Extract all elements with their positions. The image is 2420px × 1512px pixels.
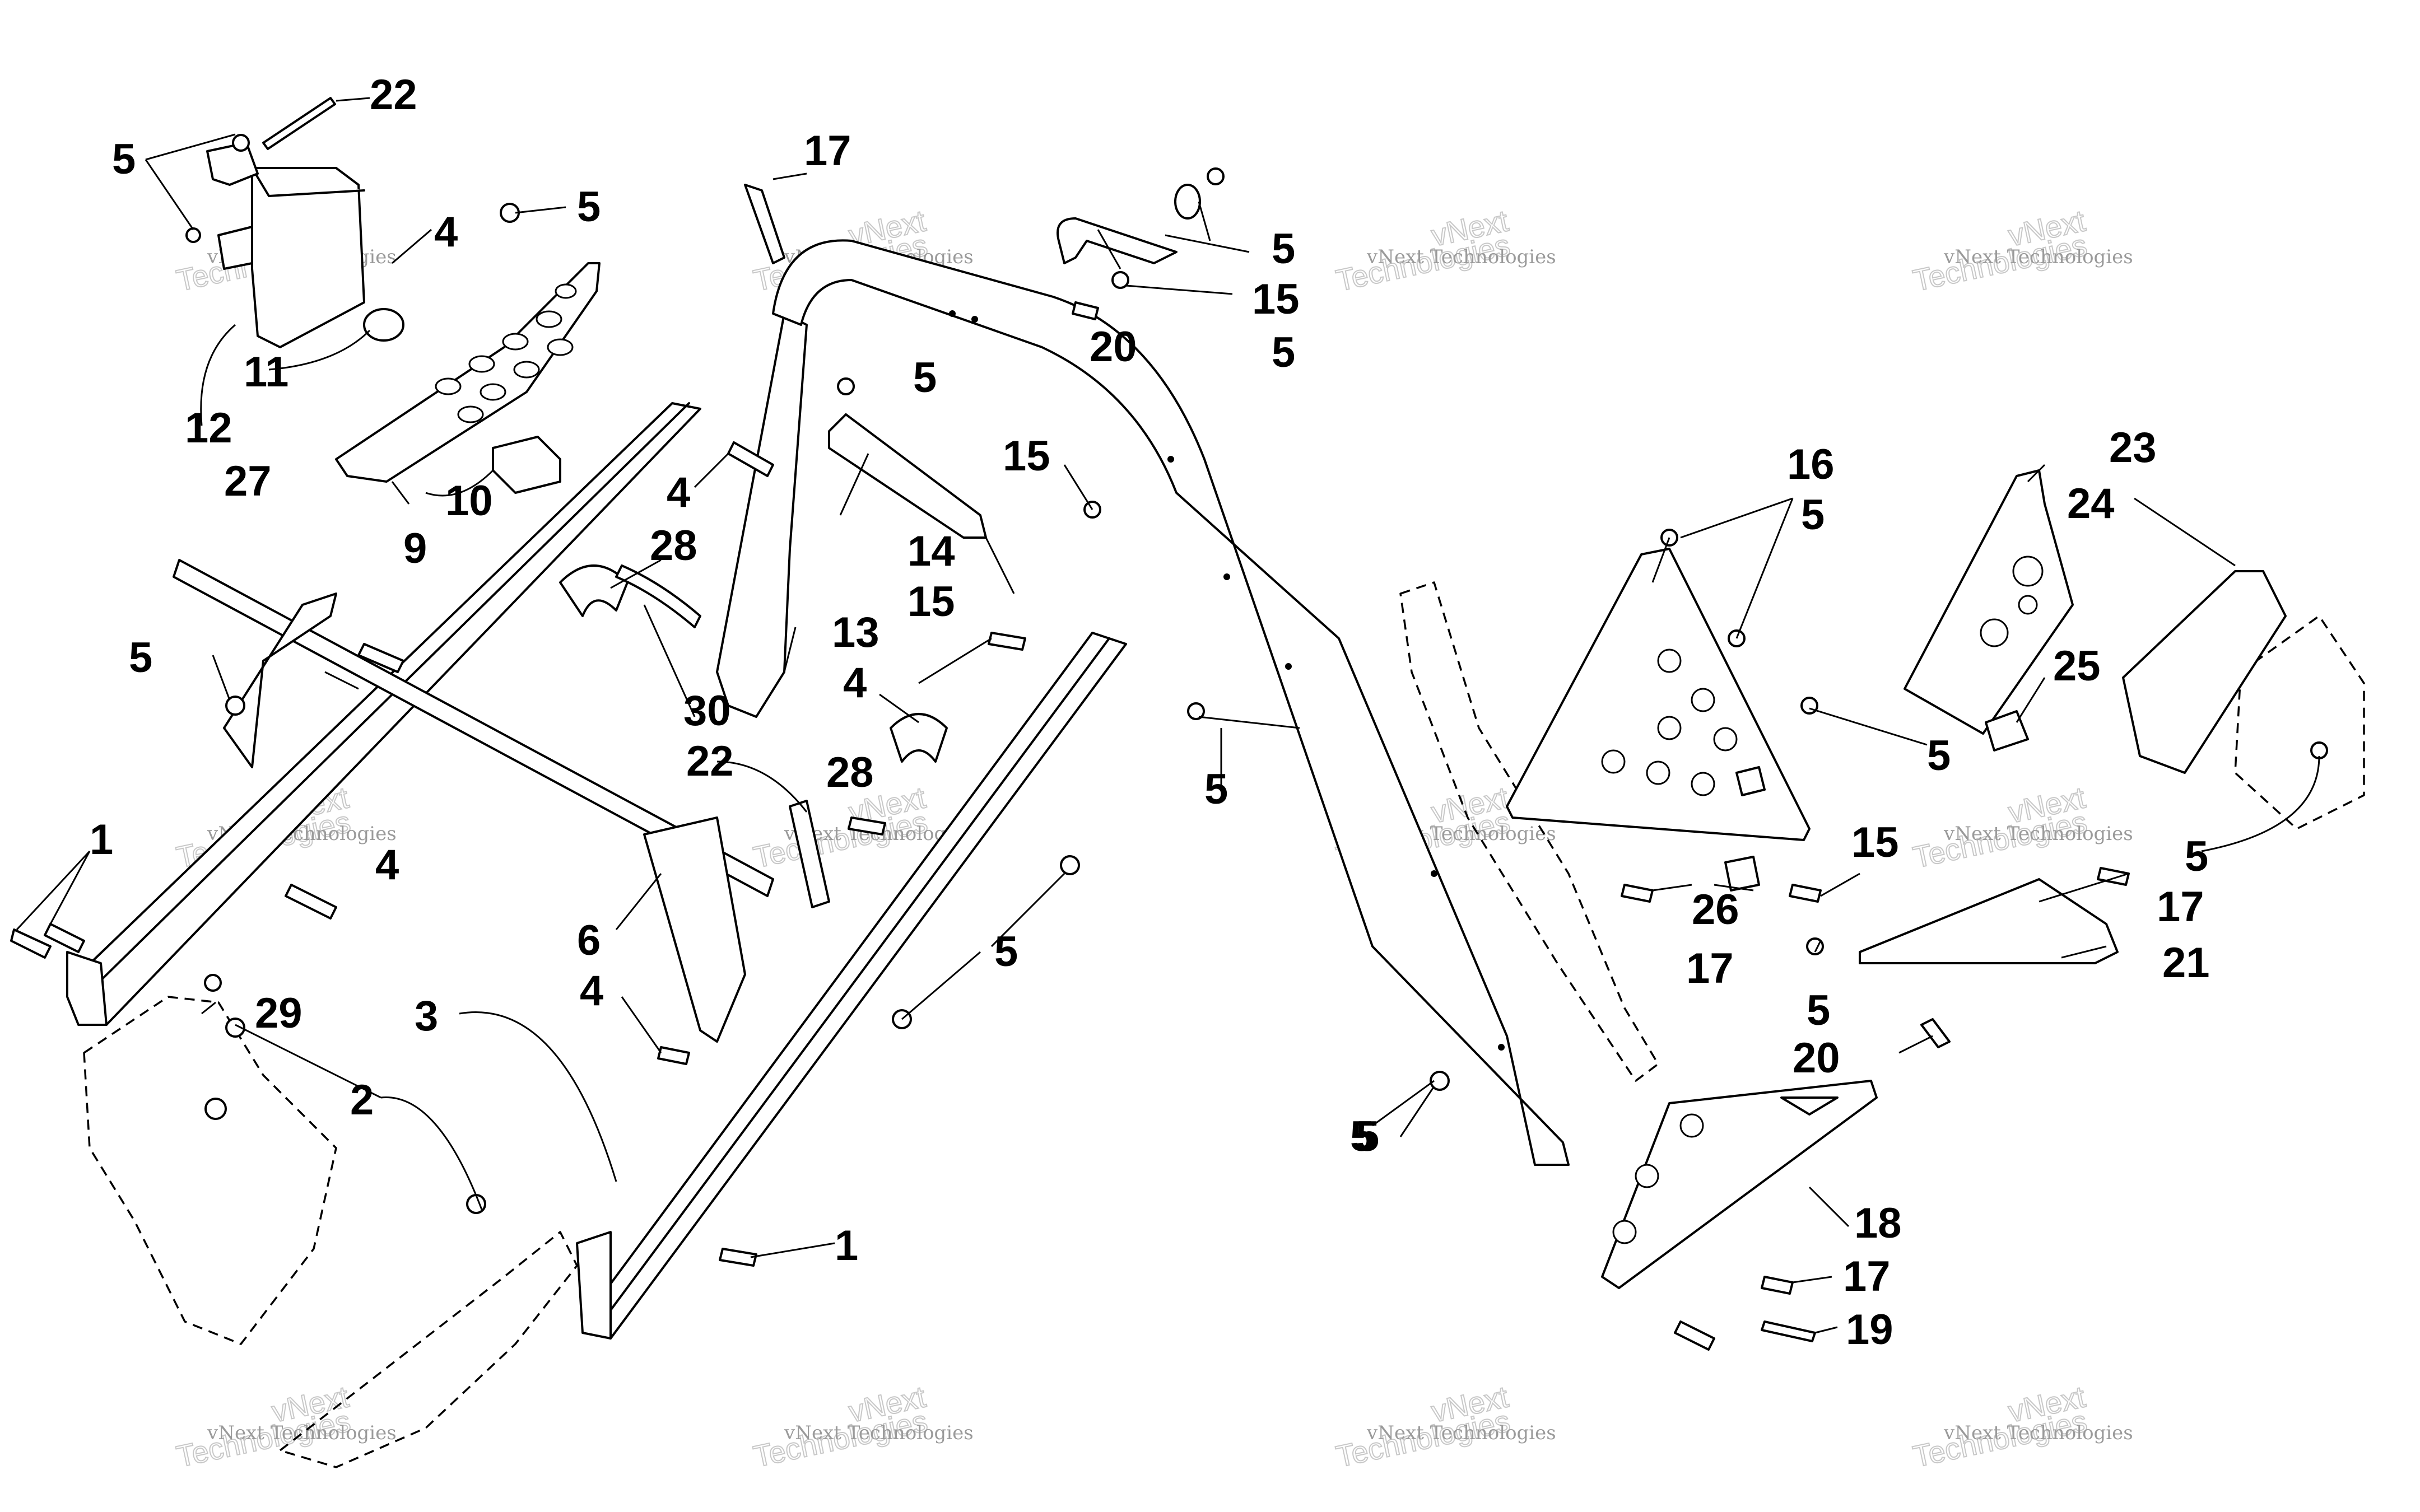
hoop-bracket: [828, 413, 987, 539]
callout-12: 14: [908, 528, 955, 575]
callout-28-left: 28: [650, 522, 697, 570]
callout-16: 16: [1787, 441, 1835, 488]
callout-5-hook: 5: [1272, 329, 1295, 376]
callout-19: 19: [1846, 1306, 1893, 1354]
parts-layer: [10, 97, 2365, 1468]
callout-17-right: 17: [2157, 883, 2204, 931]
callout-6: 6: [577, 917, 601, 964]
center-gusset: [643, 816, 746, 1043]
electronic-module: [185, 134, 365, 348]
cross-tube: [173, 559, 774, 897]
callout-17-bottom: 17: [1843, 1253, 1891, 1300]
wire-tie-top: [262, 97, 336, 150]
front-hoop-brace: [716, 312, 808, 718]
right-side-plate: [2122, 570, 2287, 774]
callout-7: 9: [403, 525, 427, 572]
callout-10: 12: [185, 404, 232, 452]
callout-5-lower-right: 5: [1807, 987, 1830, 1034]
washer-top: [1174, 184, 1201, 220]
callout-20-right: 20: [1793, 1034, 1840, 1082]
callout-28-mid: 28: [826, 749, 874, 796]
callout-1-left: 1: [90, 816, 113, 864]
callout-5-bracket: 5: [913, 354, 937, 402]
callout-5-module: 5: [112, 136, 136, 183]
fasteners: [10, 167, 2328, 1351]
callout-2: 2: [350, 1076, 374, 1124]
callout-3: 3: [415, 992, 438, 1040]
lower-frame-rail: [576, 632, 1127, 1340]
triangle-plate: [1506, 548, 1811, 841]
callout-22-top: 22: [370, 71, 417, 119]
watermark-line1: vNext Technologies: [1943, 823, 2133, 845]
watermark-line1: vNext Technologies: [1366, 1422, 1556, 1444]
callout-27: 27: [224, 458, 272, 505]
callout-5-lower: 5: [1356, 1113, 1379, 1160]
mount-plate: [335, 262, 601, 483]
callout-11: 13: [832, 609, 879, 656]
dashed-front-frame: [83, 996, 337, 1345]
dashed-side-frame: [1399, 581, 1659, 1082]
leader-lines: [16, 97, 2320, 1334]
dashed-control-box: [2234, 615, 2365, 830]
relay: [492, 436, 561, 494]
callout-17-top: 17: [804, 127, 851, 175]
callout-24: 24: [2067, 480, 2115, 528]
callout-23: 23: [2109, 424, 2157, 472]
callout-5-triangle: 5: [1801, 491, 1825, 539]
watermark-line1: vNext Technologies: [1943, 246, 2133, 268]
callout-5-far-right: 5: [2185, 833, 2208, 880]
callout-26: 26: [1692, 886, 1739, 934]
callout-15-top: 15: [1003, 432, 1050, 480]
callout-5-mid: 5: [994, 928, 1018, 976]
callout-8: 10: [445, 477, 493, 525]
callout-30: 30: [683, 687, 731, 735]
lower-right-bracket: [1859, 878, 2119, 964]
watermark-line1: vNext Technologies: [784, 1422, 974, 1444]
watermark-line1: vNext Technologies: [207, 1422, 397, 1444]
callout-1-bottom: 1: [835, 1222, 858, 1270]
long-frame-rail: [66, 402, 701, 1026]
callout-4-rail: 4: [667, 469, 690, 516]
callout-17-mid: 17: [1686, 945, 1734, 992]
callout-29: 29: [255, 990, 302, 1037]
lower-plate: [1601, 1080, 1878, 1289]
callout-15-right: 15: [1851, 819, 1899, 866]
callout-4-lower: 4: [580, 967, 603, 1015]
callout-5-center: 5: [1204, 766, 1228, 813]
callout-5-top-right: 5: [1272, 225, 1295, 273]
callout-4-module: 4: [434, 208, 458, 256]
watermark-line1: vNext Technologies: [1366, 246, 1556, 268]
upper-right-plate: [1904, 469, 2074, 735]
callout-22-mid: 22: [686, 738, 734, 785]
callout-13: 15: [908, 578, 955, 626]
callout-25: 25: [2053, 642, 2101, 690]
callout-5-bottom: 5: [1350, 1113, 1374, 1160]
grommet: [363, 308, 404, 342]
callout-18: 18: [1854, 1200, 1902, 1247]
callout-4-gusset: 4: [375, 841, 399, 889]
callout-20-top: 20: [1090, 323, 1137, 371]
callout-14: 15: [1252, 276, 1300, 323]
callout-5-gusset: 5: [129, 634, 152, 682]
watermark-line1: vNext Technologies: [1943, 1422, 2133, 1444]
callout-5-right: 5: [1927, 732, 1951, 780]
dashed-lower-bracket: [279, 1231, 578, 1468]
main-steering-hoop: [772, 239, 1570, 1166]
callout-labels: 22 5 4 5 11 12 10 9 27 4 17 28 13 5 30 2…: [90, 71, 2210, 1354]
hook-bracket: [1057, 217, 1178, 264]
left-gusset: [223, 592, 337, 768]
callout-9: 11: [244, 348, 288, 396]
callout-5-plate: 5: [577, 183, 601, 231]
callout-4-mid: 4: [843, 659, 867, 707]
callout-21: 21: [2162, 939, 2210, 987]
